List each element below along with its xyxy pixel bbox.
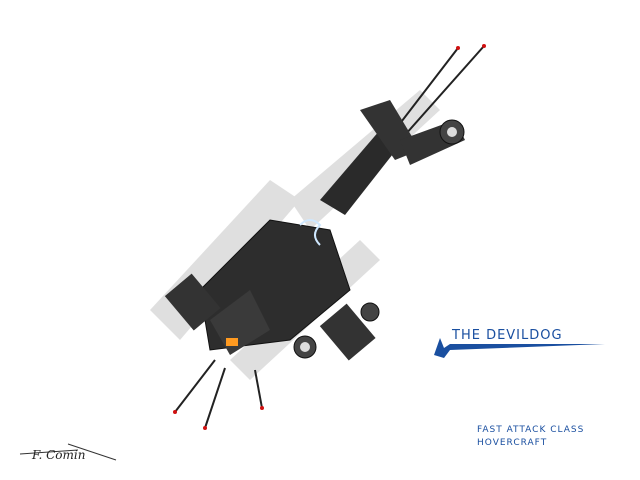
title-swoosh [434,338,605,358]
signature-flourish [19,443,117,461]
artist-signature: F. Comin [32,448,86,462]
craft-type: HOVERCRAFT [477,438,548,448]
craft-title: THE DEVILDOG [452,328,563,343]
craft-class: FAST ATTACK CLASS [477,425,585,435]
